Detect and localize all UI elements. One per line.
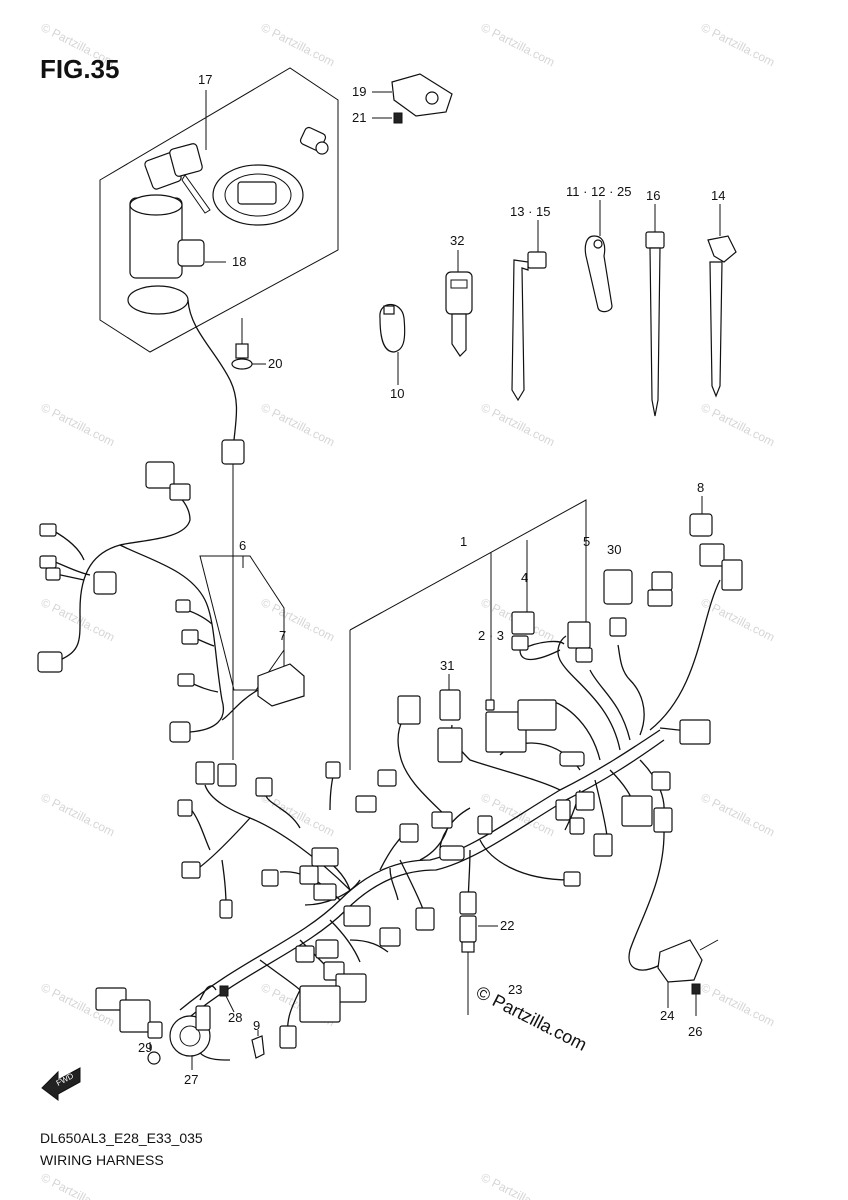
connector [145, 461, 175, 489]
callout-16: 16 [646, 188, 660, 203]
terminal [181, 629, 199, 645]
horn-27 [147, 985, 265, 1070]
watermark: © Partzilla.com [479, 1170, 557, 1200]
front-arrow-icon: FWD [41, 1067, 81, 1101]
watermark: © Partzilla.com [259, 595, 337, 644]
callout-29: 29 [138, 1040, 152, 1055]
callout-11-12-25: 11 · 12 · 25 [566, 184, 632, 199]
watermark: © Partzilla.com [699, 595, 777, 644]
watermark: © Partzilla.com [259, 790, 337, 839]
callout-17: 17 [198, 72, 212, 87]
callout-9: 9 [253, 1018, 260, 1033]
callout-1: 1 [460, 534, 467, 549]
watermark: © Partzilla.com [479, 400, 557, 449]
callout-2-3: 2 · 3 [478, 628, 504, 643]
ignition-switch-top [129, 194, 183, 216]
callout-10: 10 [390, 386, 404, 401]
callout-4: 4 [521, 570, 528, 585]
watermark: © Partzilla.com [479, 20, 557, 69]
terminal [39, 555, 57, 569]
terminal [175, 599, 191, 613]
cable-tie-14 [707, 204, 737, 398]
strap-13-15 [511, 220, 547, 402]
ignition-connector [221, 439, 245, 465]
callout-24: 24 [660, 1008, 674, 1023]
callout-14: 14 [711, 188, 725, 203]
callout-27: 27 [184, 1072, 198, 1087]
watermark: © Partzilla.com [699, 400, 777, 449]
main-harness-1 [95, 499, 743, 1061]
callout-21: 21 [352, 110, 366, 125]
callout-23: 23 [508, 982, 522, 997]
callout-22: 22 [500, 918, 514, 933]
cover-19 [372, 73, 453, 124]
connector [37, 651, 63, 673]
ignition-switch-tab [177, 239, 205, 267]
watermark: © Partzilla.com [39, 400, 117, 449]
callout-5: 5 [583, 534, 590, 549]
callout-31: 31 [440, 658, 454, 673]
watermark: © Partzilla.com [699, 980, 777, 1029]
callout-7: 7 [279, 628, 286, 643]
callout-30: 30 [607, 542, 621, 557]
callout-20: 20 [268, 356, 282, 371]
callout-8: 8 [697, 480, 704, 495]
clamp-10 [379, 303, 406, 385]
figure-name: WIRING HARNESS [40, 1152, 164, 1168]
connector [169, 721, 191, 743]
ignition-switch-group [99, 67, 339, 353]
watermark: © Partzilla.com [39, 1170, 117, 1200]
harness-trunk [179, 729, 661, 1011]
sub-harness-6 [37, 461, 285, 743]
clamp-11-12-25 [584, 200, 613, 313]
key-32 [445, 250, 473, 357]
bolt-20 [231, 318, 266, 370]
connector [169, 483, 191, 501]
ignition-switch-base [127, 285, 189, 315]
sensor-22-23 [459, 915, 498, 1015]
watermark: © Partzilla.com [259, 400, 337, 449]
watermark: © Partzilla.com [699, 790, 777, 839]
group-bracket-1 [349, 499, 587, 640]
watermark: © Partzilla.com [39, 595, 117, 644]
group-bracket-6 [199, 555, 285, 691]
callout-26: 26 [688, 1024, 702, 1039]
terminal [39, 523, 57, 537]
connector [93, 571, 117, 595]
callout-6: 6 [239, 538, 246, 553]
key-blade-icon [181, 174, 211, 214]
callout-28: 28 [228, 1010, 242, 1025]
key-head-icon [169, 143, 203, 177]
watermark: © Partzilla.com [699, 20, 777, 69]
callout-19: 19 [352, 84, 366, 99]
figure-code: DL650AL3_E28_E33_035 [40, 1130, 203, 1146]
ignition-lead-wire [187, 299, 238, 441]
callout-32: 32 [450, 233, 464, 248]
terminal [45, 567, 61, 581]
watermark: © Partzilla.com [259, 20, 337, 69]
cable-tie-16 [645, 204, 665, 417]
figure-title: FIG.35 [40, 54, 120, 84]
relay-7 [221, 642, 305, 721]
watermark: © Partzilla.com [39, 790, 117, 839]
terminal [177, 673, 195, 687]
callout-13-15: 13 · 15 [510, 204, 550, 219]
group-bracket-17 [99, 67, 339, 353]
switch-24 [657, 939, 719, 1016]
callout-18: 18 [232, 254, 246, 269]
